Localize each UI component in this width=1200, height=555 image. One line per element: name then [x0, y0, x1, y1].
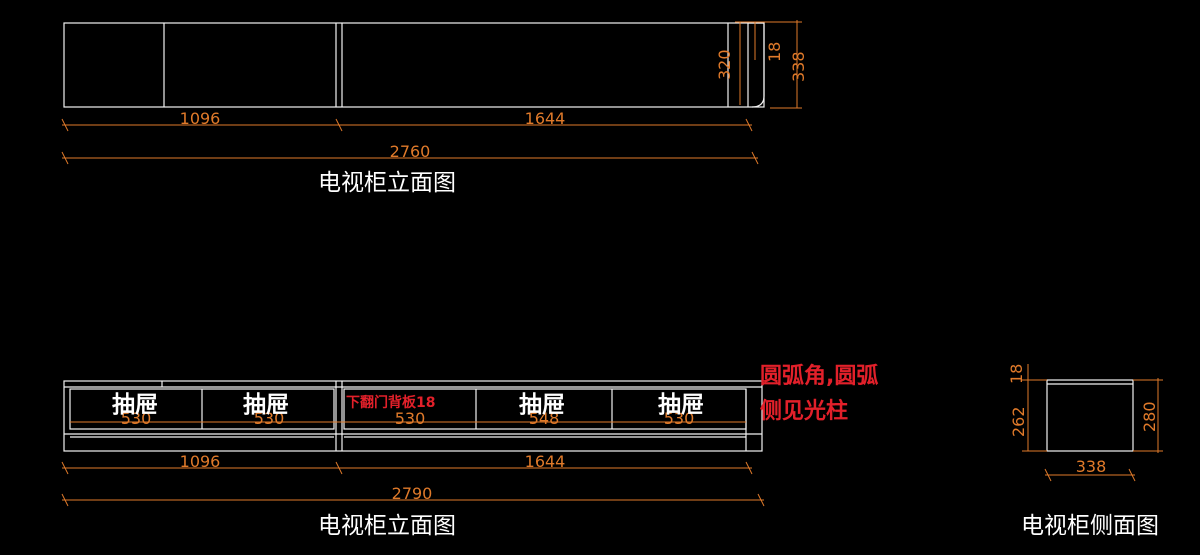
- bottom-view-title: 电视柜立面图: [318, 513, 456, 539]
- drawer-label-1: 抽屉: [112, 391, 158, 418]
- dim-tick-b-left: [61, 461, 69, 475]
- dim-1096-bottom-label: 1096: [180, 452, 221, 471]
- side-view-title: 电视柜侧面图: [1021, 513, 1159, 539]
- red-note: 圆弧角,圆弧 侧见光柱: [760, 363, 878, 424]
- drawer-label-3: 抽屉: [519, 391, 565, 418]
- dim-tick-bt-right: [757, 493, 765, 507]
- note-line-1: 圆弧角,圆弧: [760, 363, 878, 389]
- top-view-title: 电视柜立面图: [318, 170, 456, 196]
- dim-18-label: 18: [765, 42, 784, 62]
- top-rounded-end: [748, 22, 765, 108]
- side-outline: [1046, 379, 1134, 452]
- dim-1096-label: 1096: [180, 109, 221, 128]
- dim-262-label: 262: [1009, 406, 1028, 437]
- dim-320-label: 320: [715, 49, 734, 80]
- dim-tick-total-left: [61, 151, 69, 165]
- dim-tick-mid: [335, 118, 343, 132]
- dim-tick-b-mid: [335, 461, 343, 475]
- dim-280-label: 280: [1140, 401, 1159, 432]
- section-width-4: 548: [529, 409, 560, 428]
- side-view: 18 262 280 338 电视柜侧面图: [1007, 364, 1163, 539]
- dim-tick-side-right: [1128, 468, 1136, 482]
- dim-tick-b-right: [745, 461, 753, 475]
- dim-338-label: 338: [789, 51, 808, 82]
- flap-door-label: 下翻门背板18: [346, 394, 435, 411]
- bottom-elevation: 530 530 530 548 530 抽屉 抽屉 下翻门背板18 抽屉 抽屉 …: [61, 380, 765, 539]
- section-width-3: 530: [395, 409, 426, 428]
- dim-tick-total-right: [751, 151, 759, 165]
- dim-1644-bottom-label: 1644: [525, 452, 566, 471]
- section-width-2: 530: [254, 409, 285, 428]
- dim-338-side-label: 338: [1076, 457, 1107, 476]
- note-line-2: 侧见光柱: [760, 399, 848, 424]
- dim-tick-right: [745, 118, 753, 132]
- bottom-cabinet-outline: [63, 380, 763, 452]
- dim-tick-side-left: [1044, 468, 1052, 482]
- section-width-5: 530: [664, 409, 695, 428]
- drawer-label-2: 抽屉: [243, 391, 289, 418]
- dim-2790-label: 2790: [392, 484, 433, 503]
- dim-18-side-label: 18: [1007, 364, 1026, 384]
- drawer-label-4: 抽屉: [658, 391, 704, 418]
- top-elevation: 320 18 338 1096 1644 2760 电视柜立面图: [61, 20, 808, 196]
- dim-2760-label: 2760: [390, 142, 431, 161]
- section-width-1: 530: [121, 409, 152, 428]
- dim-tick-left: [61, 118, 69, 132]
- dim-tick-bt-left: [61, 493, 69, 507]
- dim-1644-label: 1644: [525, 109, 566, 128]
- top-cabinet-outline: [63, 22, 765, 108]
